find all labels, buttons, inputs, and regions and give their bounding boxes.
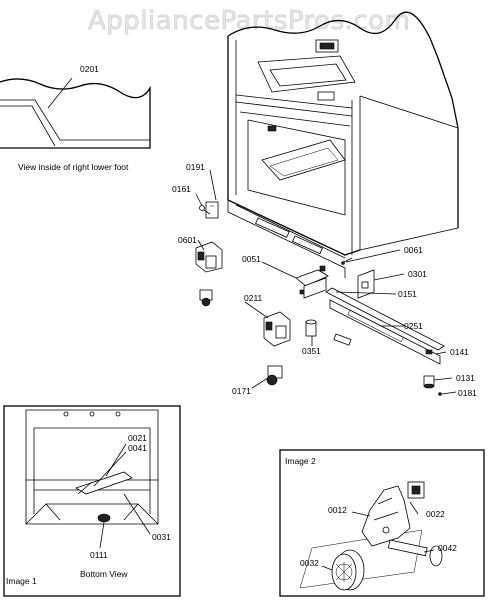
- label-0131: 0131: [456, 373, 475, 383]
- caster-assembly-inset: [279, 449, 485, 597]
- part-0251-leveling-rail: [329, 299, 441, 365]
- label-0351: 0351: [302, 346, 321, 356]
- part-0301-bracket: [357, 269, 375, 299]
- part-0351-spacer: [305, 319, 317, 337]
- label-0191: 0191: [186, 162, 205, 172]
- label-0061: 0061: [404, 245, 423, 255]
- caption-image2: Image 2: [285, 456, 316, 466]
- part-pin: [333, 333, 352, 346]
- label-0022: 0022: [426, 509, 445, 519]
- part-0181-screw: [438, 392, 442, 396]
- bottom-view-inset: [3, 405, 181, 597]
- label-0032: 0032: [300, 558, 319, 568]
- part-0171-caster: [266, 365, 283, 386]
- leader-0201: [47, 77, 73, 109]
- part-caster-left: [199, 289, 213, 307]
- part-0211-foot-bracket: [263, 311, 291, 347]
- refrigerator-cabinet: [227, 11, 459, 278]
- label-0211: 0211: [244, 293, 263, 303]
- label-0251: 0251: [404, 321, 423, 331]
- label-0141: 0141: [450, 347, 469, 357]
- part-0051-bracket-assembly: [295, 265, 329, 299]
- label-0021: 0021: [128, 433, 147, 443]
- label-0151: 0151: [398, 289, 417, 299]
- label-0601: 0601: [178, 235, 197, 245]
- label-0111: 0111: [90, 550, 108, 560]
- part-0151-rail: [325, 287, 445, 351]
- label-0181: 0181: [458, 388, 477, 398]
- part-0131-roller: [423, 375, 435, 389]
- caption-bottom-view: Bottom View: [80, 569, 128, 579]
- label-0012: 0012: [328, 505, 347, 515]
- label-0171: 0171: [232, 386, 251, 396]
- label-0031: 0031: [152, 532, 171, 542]
- image1-frame: [3, 405, 181, 597]
- caption-image1: Image 1: [6, 576, 37, 586]
- caption-right-foot-view: View inside of right lower foot: [18, 162, 129, 172]
- label-0201: 0201: [80, 64, 99, 74]
- label-0051: 0051: [242, 254, 261, 264]
- part-labels: 0201 0191 0161 0601 0061 0051 0301 0151 …: [80, 64, 477, 568]
- part-0191-bracket: [205, 201, 219, 219]
- label-0301: 0301: [408, 269, 427, 279]
- watermark-logo: AppliancePartsPros.com: [88, 6, 411, 37]
- label-0161: 0161: [172, 184, 191, 194]
- label-0042: 0042: [438, 543, 457, 553]
- part-0061-screw: [341, 257, 353, 265]
- part-0601-foot-bracket: [195, 241, 223, 273]
- leader-lines: [195, 169, 457, 395]
- image2-frame: [279, 449, 485, 597]
- label-0041: 0041: [128, 443, 147, 453]
- right-foot-inset: [0, 77, 151, 149]
